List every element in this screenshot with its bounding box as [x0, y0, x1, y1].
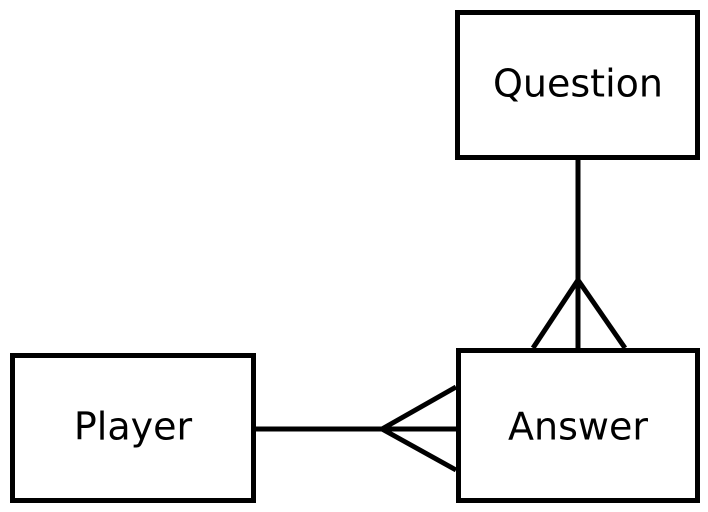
entity-label-player: Player [74, 405, 193, 449]
crowfoot-question-answer [530, 278, 628, 350]
relationship-question-answer[interactable] [530, 160, 628, 350]
entity-question[interactable]: Question [455, 10, 700, 160]
entity-player[interactable]: Player [10, 353, 256, 503]
relationship-player-answer[interactable] [256, 384, 458, 473]
crowfoot-player-answer [380, 384, 458, 473]
crowfoot-leg-lower-player-answer [380, 426, 458, 473]
entity-box-player[interactable] [10, 353, 256, 503]
entity-box-answer[interactable] [456, 348, 700, 503]
entity-answer[interactable]: Answer [456, 348, 700, 503]
entity-box-question[interactable] [455, 10, 700, 160]
crowfoot-leg-left-question-answer [530, 278, 581, 350]
entity-label-answer: Answer [508, 405, 648, 449]
crowfoot-leg-right-question-answer [575, 278, 628, 350]
entity-label-question: Question [493, 62, 663, 106]
crowfoot-leg-upper-player-answer [380, 384, 458, 432]
